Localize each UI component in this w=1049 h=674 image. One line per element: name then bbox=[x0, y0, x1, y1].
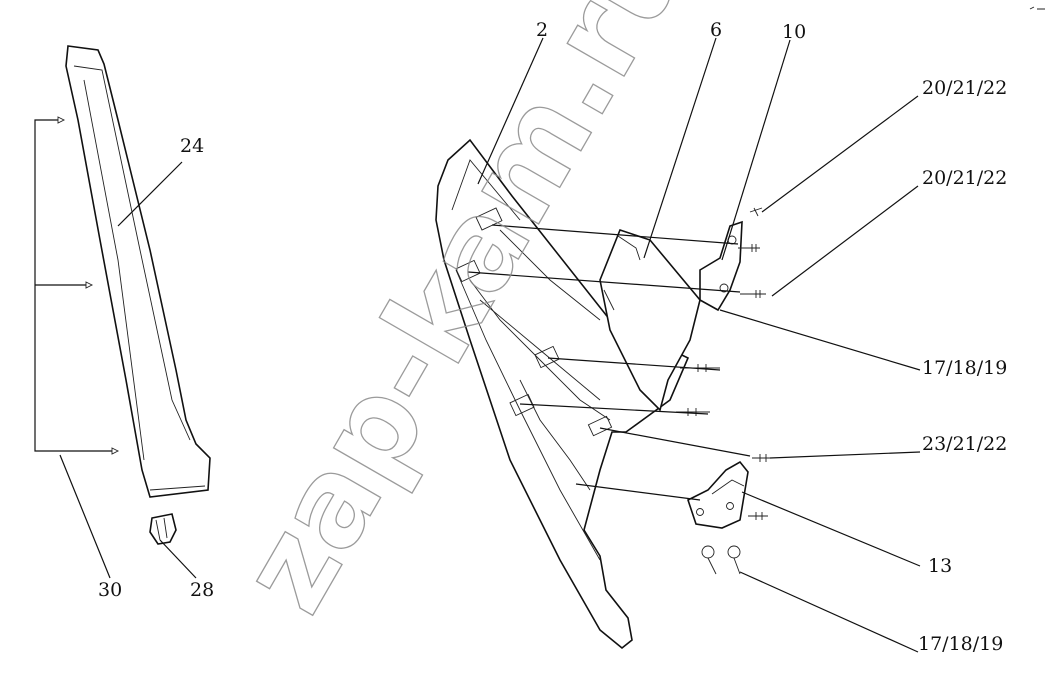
assembly-lines bbox=[467, 224, 751, 501]
corner-mark bbox=[1029, 6, 1045, 10]
callout-20-21-22-lower: 20/21/22 bbox=[922, 167, 1007, 189]
callout-23-21-22: 23/21/22 bbox=[922, 433, 1007, 455]
leader-24 bbox=[117, 161, 183, 227]
callout-6: 6 bbox=[710, 19, 722, 41]
callout-2: 2 bbox=[536, 19, 548, 41]
callout-20-21-22-upper: 20/21/22 bbox=[922, 77, 1007, 99]
bracket-10-part bbox=[699, 220, 743, 312]
bracket-30 bbox=[34, 116, 120, 579]
callout-10: 10 bbox=[782, 21, 806, 43]
callout-17-18-19-upper: 17/18/19 bbox=[922, 357, 1007, 379]
callout-17-18-19-lower: 17/18/19 bbox=[918, 633, 1003, 655]
main-panel-part bbox=[435, 138, 690, 650]
pillar-trim-part bbox=[65, 45, 211, 498]
inner-cover-part bbox=[599, 229, 701, 412]
leader-lines bbox=[477, 37, 921, 653]
clip-part bbox=[149, 513, 197, 579]
bracket-13-part bbox=[687, 460, 749, 529]
callout-13: 13 bbox=[928, 555, 952, 577]
callout-30: 30 bbox=[98, 579, 122, 601]
callout-28: 28 bbox=[190, 579, 214, 601]
callout-24: 24 bbox=[180, 135, 204, 157]
fasteners bbox=[676, 207, 772, 575]
